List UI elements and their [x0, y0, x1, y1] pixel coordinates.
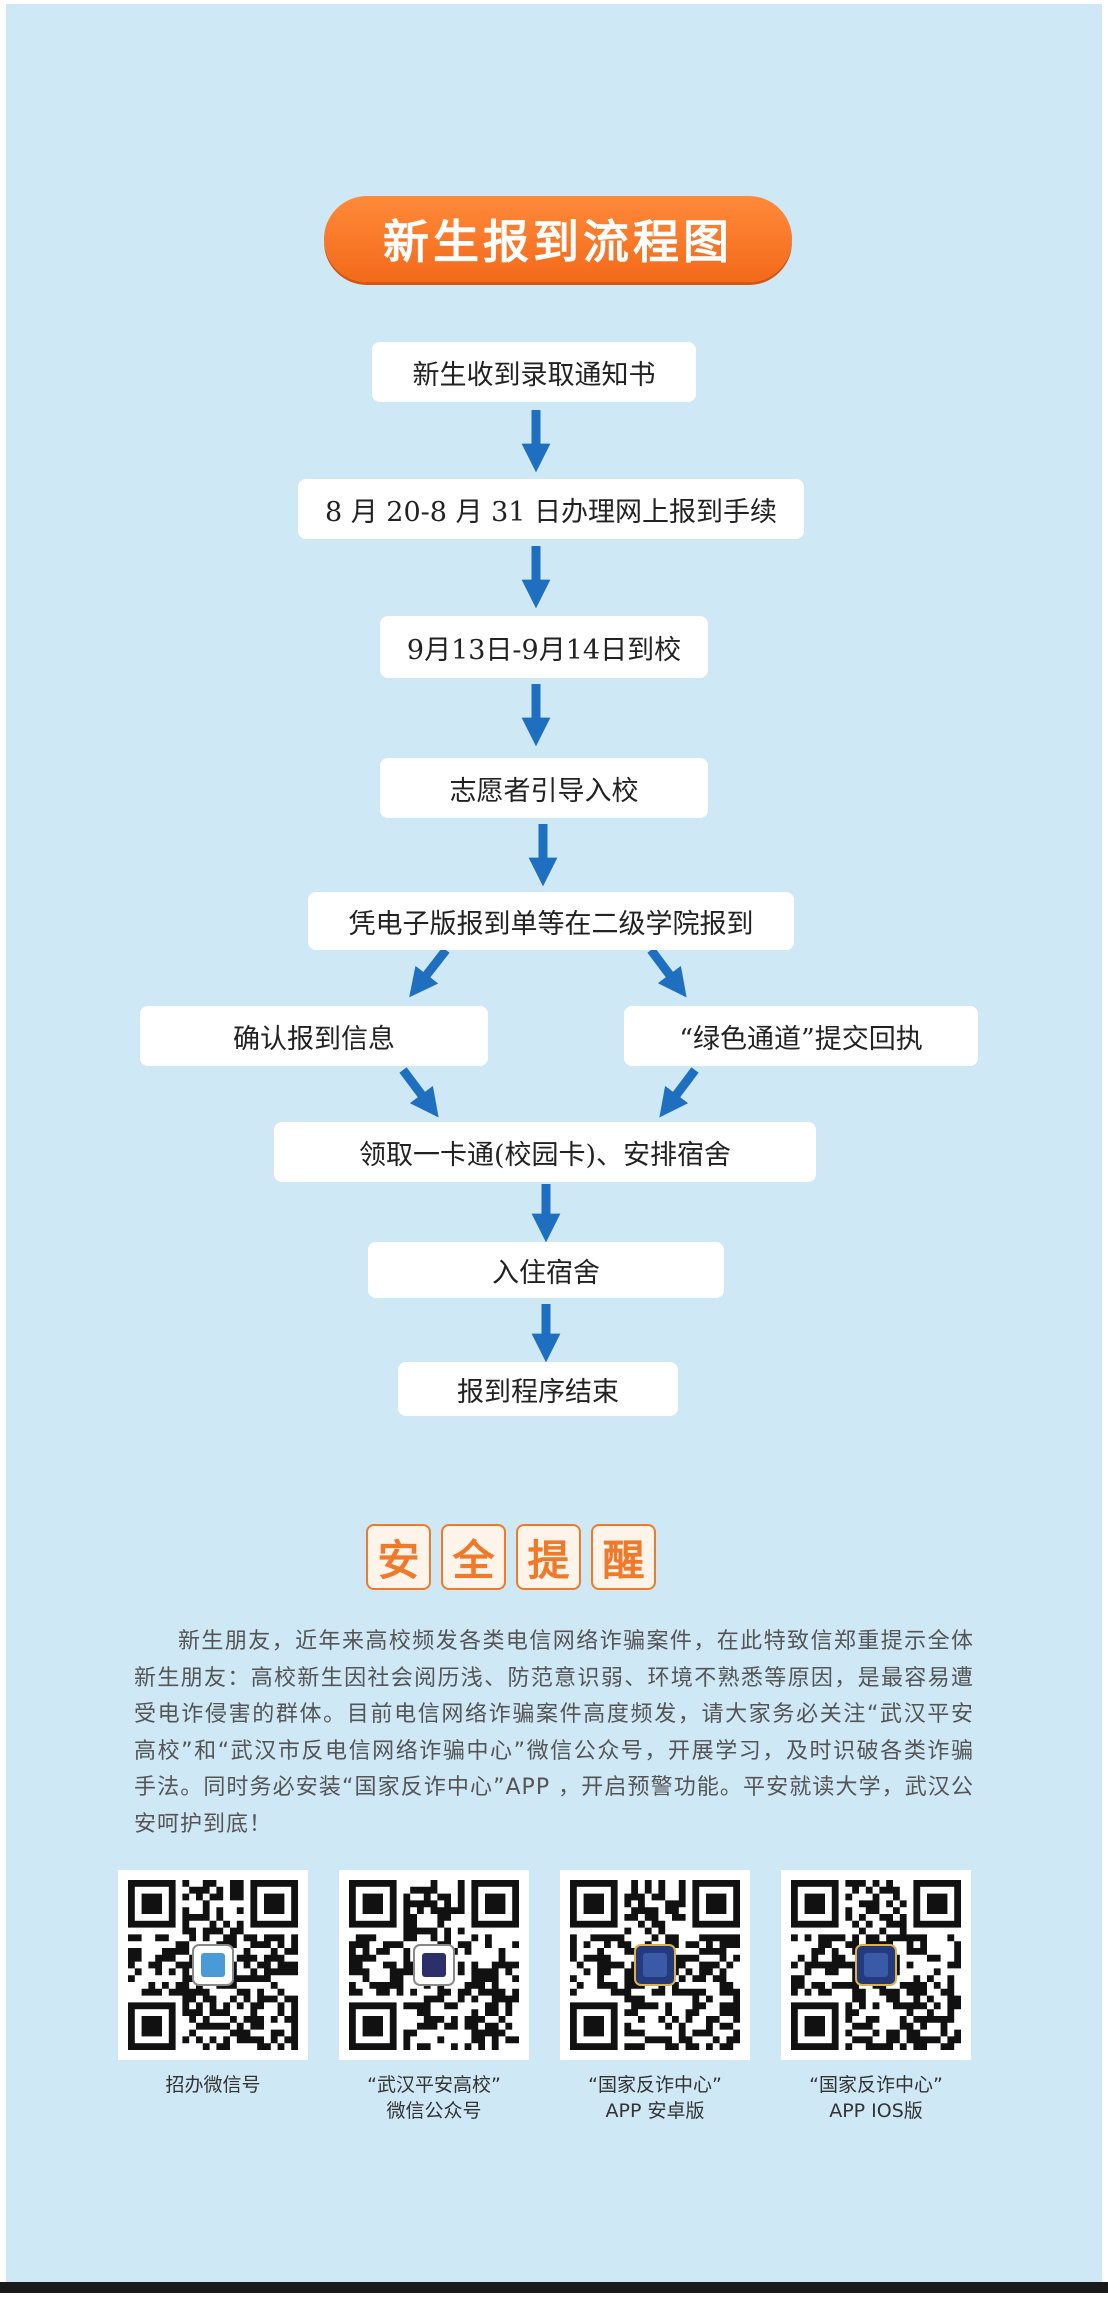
qr-caption: 招办微信号 — [98, 2072, 328, 2098]
qr-caption-line1: “国家反诈中心” — [809, 2074, 943, 2096]
poster: 新生报到流程图 新生收到录取通知书 8 月 20-8 月 31 日办理网上报到手… — [6, 4, 1102, 2286]
qr-code-icon — [569, 1879, 741, 2051]
qr-caption-line2: APP 安卓版 — [605, 2100, 705, 2122]
safety-reminder-heading: 安 全 提 醒 — [366, 1524, 656, 1590]
qr-caption-line1: 招办微信号 — [165, 2074, 261, 2096]
flow-step-7: 领取一卡通(校园卡)、安排宿舍 — [274, 1122, 816, 1182]
page-title: 新生报到流程图 — [324, 196, 792, 282]
qr-code-icon — [790, 1879, 962, 2051]
flow-step-green-channel: “绿色通道”提交回执 — [624, 1006, 978, 1066]
qr-caption-line2: 微信公众号 — [386, 2100, 482, 2122]
arrow-diagonal-icon — [659, 1067, 699, 1118]
flow-step-2: 8 月 20-8 月 31 日办理网上报到手续 — [298, 479, 804, 539]
safety-char: 提 — [516, 1524, 581, 1590]
safety-char: 安 — [366, 1524, 431, 1590]
flow-arrows — [399, 410, 699, 1363]
qr-code-icon — [127, 1879, 299, 2051]
safety-paragraph: 新生朋友，近年来高校频发各类电信网络诈骗案件，在此特致信郑重提示全体新生朋友：高… — [134, 1629, 974, 1837]
arrow-diagonal-icon — [399, 1067, 439, 1118]
bottom-edge-bar — [0, 2282, 1108, 2293]
qr-code-admissions[interactable] — [118, 1870, 308, 2060]
qr-caption-line2: APP IOS版 — [829, 2100, 923, 2122]
flow-step-9: 报到程序结束 — [398, 1362, 678, 1416]
qr-code-antifraud-android[interactable] — [560, 1870, 750, 2060]
safety-char: 全 — [441, 1524, 506, 1590]
arrow-diagonal-icon — [409, 947, 450, 998]
safety-char: 醒 — [591, 1524, 656, 1590]
flow-step-5: 凭电子版报到单等在二级学院报到 — [308, 892, 794, 950]
arrow-diagonal-icon — [647, 947, 687, 998]
qr-code-antifraud-ios[interactable] — [781, 1870, 971, 2060]
flow-step-1: 新生收到录取通知书 — [372, 342, 696, 402]
flow-step-8: 入住宿舍 — [368, 1242, 724, 1298]
qr-caption-line1: “武汉平安高校” — [367, 2074, 501, 2096]
qr-code-wuhan-safe-campus[interactable] — [339, 1870, 529, 2060]
flow-step-3: 9月13日-9月14日到校 — [380, 616, 708, 678]
qr-caption: “武汉平安高校” 微信公众号 — [319, 2072, 549, 2124]
flow-step-4: 志愿者引导入校 — [380, 758, 708, 818]
qr-caption: “国家反诈中心” APP 安卓版 — [540, 2072, 770, 2124]
qr-code-icon — [348, 1879, 520, 2051]
qr-caption: “国家反诈中心” APP IOS版 — [761, 2072, 991, 2124]
flow-step-confirm: 确认报到信息 — [140, 1006, 488, 1066]
qr-caption-line1: “国家反诈中心” — [588, 2074, 722, 2096]
